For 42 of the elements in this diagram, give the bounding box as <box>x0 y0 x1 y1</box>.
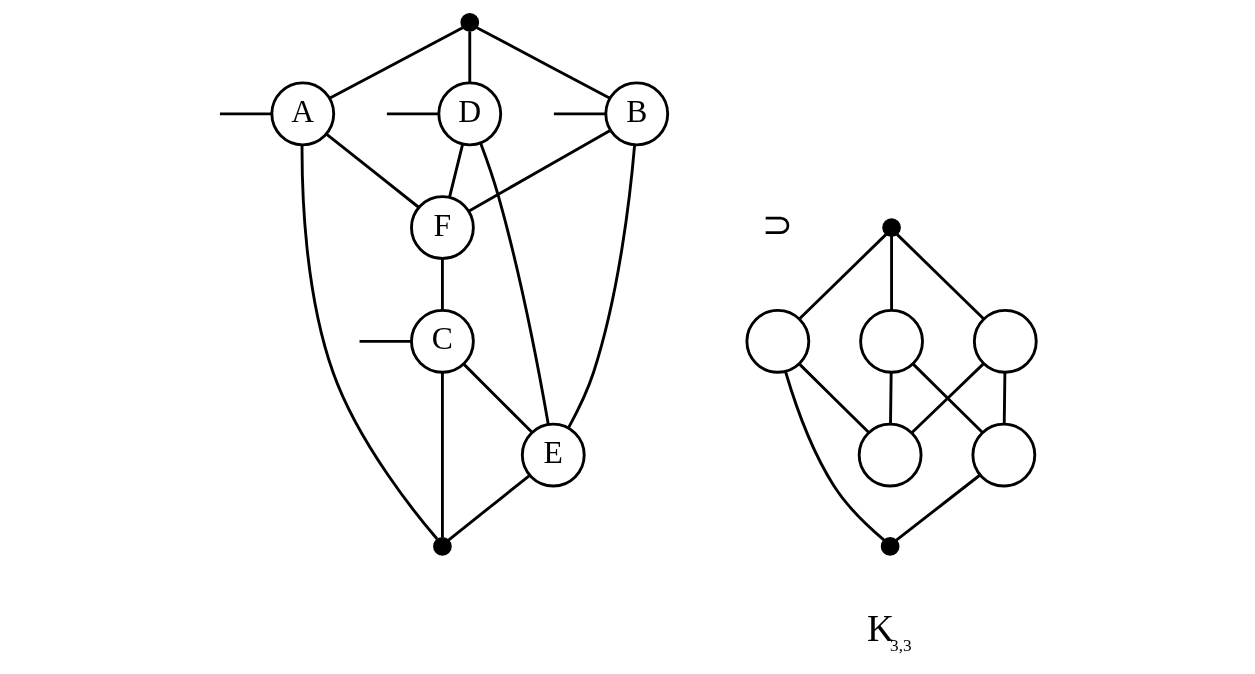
connector <box>219 112 272 116</box>
connector <box>567 144 637 428</box>
label: ⊃ <box>762 203 793 245</box>
node-circle: A <box>270 81 336 147</box>
node-circle <box>971 422 1037 488</box>
node-dot <box>460 13 480 32</box>
connector <box>386 112 439 116</box>
connector <box>440 372 444 538</box>
node-dot <box>433 537 452 556</box>
connector <box>440 258 444 311</box>
connector <box>553 112 606 116</box>
connector <box>448 144 464 198</box>
node-circle <box>857 422 923 488</box>
connector <box>476 26 611 100</box>
connector <box>462 363 533 434</box>
node-circle: C <box>410 308 475 374</box>
node-circle <box>859 308 924 374</box>
connector <box>300 145 439 540</box>
connector <box>359 339 412 343</box>
node-circle: B <box>604 81 670 147</box>
node-circle <box>745 308 811 374</box>
node-circle <box>972 308 1038 374</box>
node-circle: E <box>520 422 586 488</box>
connector <box>784 371 886 542</box>
connector <box>468 31 472 83</box>
connector <box>890 236 893 311</box>
connector <box>798 363 870 434</box>
connector <box>329 26 464 100</box>
node-dot <box>880 537 900 556</box>
connector <box>896 233 985 320</box>
connector <box>895 474 981 542</box>
node-dot <box>882 218 901 237</box>
connector <box>447 474 531 542</box>
connector <box>325 132 420 209</box>
connector <box>468 129 611 213</box>
connector <box>889 372 893 424</box>
label: K$_{3,3}$ <box>867 608 912 655</box>
node-circle: D <box>437 81 503 147</box>
connector <box>798 233 888 320</box>
node-circle: F <box>410 195 475 260</box>
connector <box>1002 372 1007 424</box>
connector <box>479 142 550 425</box>
